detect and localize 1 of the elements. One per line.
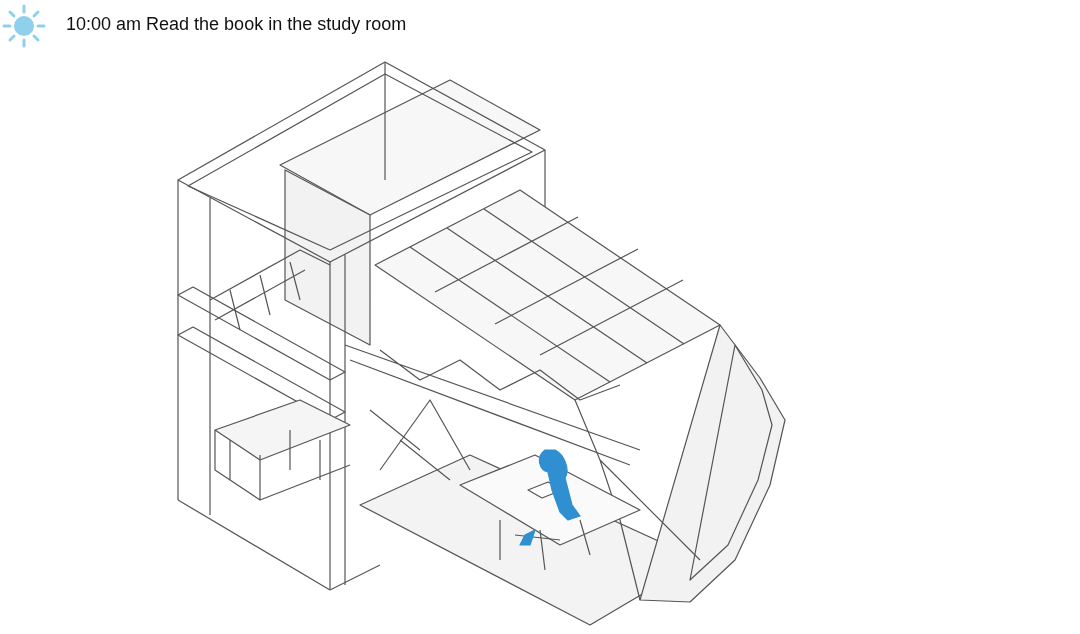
heading: 10:00 am Read the book in the study room <box>66 14 407 35</box>
